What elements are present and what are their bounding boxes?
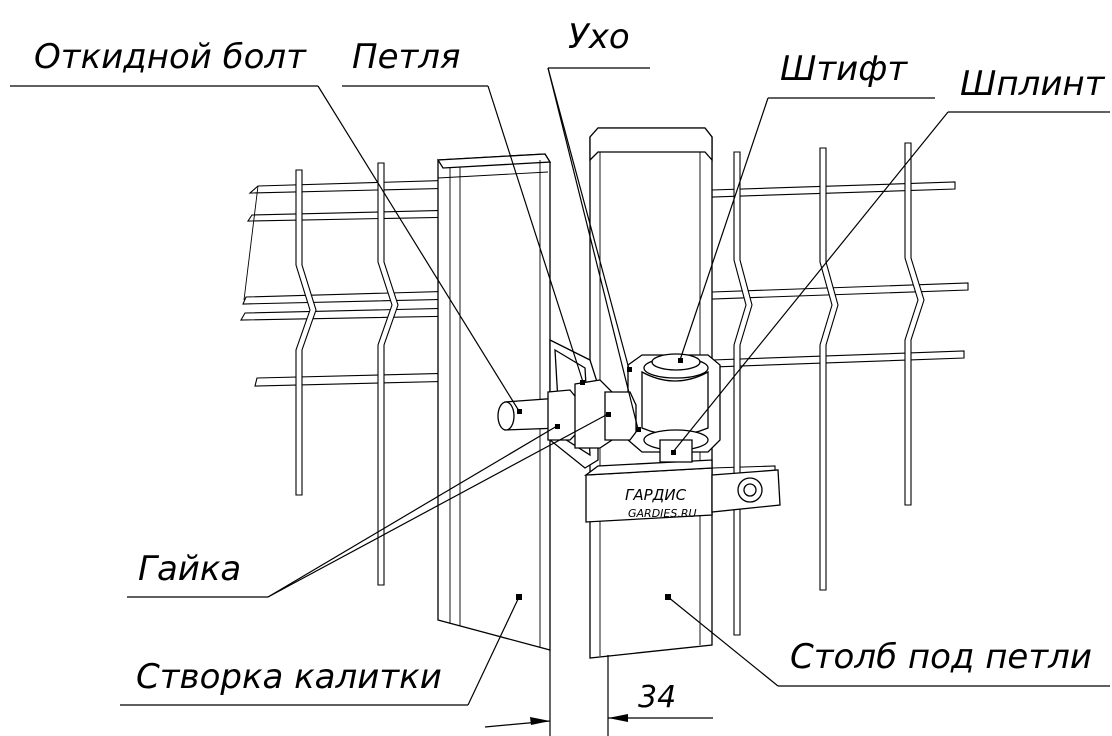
hinge-assembly — [497, 338, 781, 523]
label-gate-leaf: Створка калитки — [136, 657, 442, 697]
label-nut: Гайка — [138, 549, 241, 589]
label-pin: Штифт — [780, 49, 908, 89]
leader-lines — [10, 67, 1110, 706]
label-hinge: Петля — [352, 37, 460, 77]
dimension-value: 34 — [638, 680, 676, 715]
brand-plate: ГАРДИС GARDIES.RU — [625, 486, 697, 520]
callout-labels: Откидной болт Петля Ухо Штифт Шплинт Гай… — [34, 17, 1106, 697]
dimension-34: 34 — [484, 650, 713, 736]
label-post: Столб под петли — [790, 637, 1092, 677]
label-ear: Ухо — [568, 17, 630, 57]
brand-name: ГАРДИС — [625, 486, 687, 504]
brand-site: GARDIES.RU — [628, 507, 697, 520]
fence-mesh-right — [711, 142, 969, 636]
label-bolt: Откидной болт — [34, 37, 307, 77]
gate-leaf-post — [436, 153, 552, 651]
label-cotter: Шплинт — [960, 64, 1106, 104]
